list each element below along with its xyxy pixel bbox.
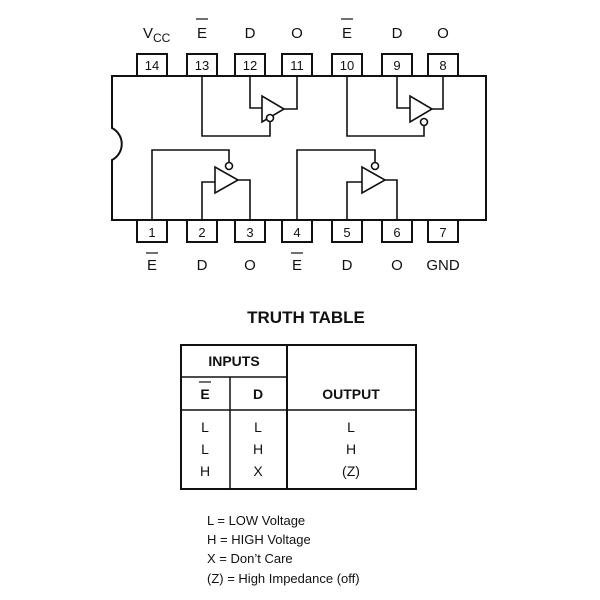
buffer-triangle: [361, 165, 387, 195]
legend-item: H = HIGH Voltage: [207, 532, 311, 547]
top-pin-11: 11 O: [281, 25, 313, 77]
top-pin-12: 12 D: [234, 25, 266, 77]
input-wire: [346, 181, 362, 220]
pin-number: 5: [343, 225, 350, 240]
pin-number: 6: [393, 225, 400, 240]
bottom-pin-6: 6 O: [381, 219, 413, 274]
buffer-triangle: [409, 94, 434, 124]
table-cell: X: [253, 463, 263, 479]
pin-number: 14: [145, 58, 159, 73]
pin-label-vcc: VCC: [143, 25, 171, 45]
buffer-triangle: [214, 165, 240, 195]
pin-number: 8: [439, 58, 446, 73]
truth-table-title: TRUTH TABLE: [247, 308, 365, 327]
chip-body: [111, 75, 487, 221]
legend-item: L = LOW Voltage: [207, 513, 305, 528]
column-header-e-bar: E: [200, 386, 209, 402]
pin-number: 11: [290, 58, 304, 73]
output-wire: [385, 179, 398, 220]
enable-wire: [346, 76, 425, 137]
input-wire: [201, 181, 215, 220]
buffer-gate-bottom-right: [296, 149, 398, 220]
buffer-gate-top-left: [201, 76, 298, 137]
legend-item: X = Don’t Care: [207, 551, 293, 566]
pin-label-d: D: [392, 25, 403, 42]
pin-number: 7: [439, 225, 446, 240]
table-cell: L: [347, 419, 355, 435]
pin-number: 3: [246, 225, 253, 240]
pin-label-d: D: [197, 257, 208, 274]
table-cell: H: [253, 441, 263, 457]
top-pin-9: 9 D: [381, 25, 413, 77]
enable-wire: [201, 76, 271, 137]
bottom-pin-3: 3 O: [234, 219, 266, 274]
enable-bubble: [265, 113, 275, 123]
output-wire: [284, 76, 298, 110]
column-header-d: D: [253, 386, 263, 402]
table-cell: H: [200, 463, 210, 479]
table-border: [180, 344, 417, 490]
legend-item: (Z) = High Impedance (off): [207, 571, 360, 586]
output-wire: [238, 179, 251, 220]
pin-label-e-bar: E: [342, 25, 352, 42]
pin-number: 1: [148, 225, 155, 240]
buffer-gate-bottom-left: [151, 149, 251, 220]
table-cell: L: [201, 441, 209, 457]
table-cell: (Z): [342, 463, 360, 479]
bottom-pin-7: 7 GND: [426, 219, 460, 274]
pin-label-d: D: [342, 257, 353, 274]
output-wire: [432, 76, 444, 110]
table-cell: L: [201, 419, 209, 435]
pin-number: 4: [293, 225, 300, 240]
pin-label-e-bar: E: [292, 257, 302, 274]
output-header: OUTPUT: [322, 386, 380, 402]
pin-label-e-bar: E: [197, 25, 207, 42]
top-pin-8: 8 O: [427, 25, 459, 77]
inputs-header: INPUTS: [208, 353, 259, 369]
enable-wire: [296, 149, 376, 220]
table-cell: H: [346, 441, 356, 457]
input-wire: [396, 76, 410, 109]
pin-label-e-bar: E: [147, 257, 157, 274]
pin-label-gnd: GND: [426, 257, 460, 274]
bottom-pin-1: 1 E: [136, 219, 168, 274]
pin-label-o: O: [291, 25, 303, 42]
top-pin-14: 14 VCC: [136, 25, 171, 77]
enable-wire: [151, 149, 230, 220]
pin-label-d: D: [245, 25, 256, 42]
bottom-pin-2: 2 D: [186, 219, 218, 274]
pin-number: 12: [243, 58, 257, 73]
bottom-pin-5: 5 D: [331, 219, 363, 274]
input-wire: [249, 76, 262, 109]
table-cell: L: [254, 419, 262, 435]
bottom-pin-4: 4 E: [281, 219, 313, 274]
enable-bubble: [419, 117, 429, 127]
pin-number: 13: [195, 58, 209, 73]
pin-label-o: O: [391, 257, 403, 274]
enable-bubble: [370, 161, 380, 171]
buffer-gate-top-right: [346, 76, 444, 137]
pin-number: 10: [340, 58, 354, 73]
legend: L = LOW Voltage H = HIGH Voltage X = Don…: [207, 513, 360, 586]
pin-label-o: O: [244, 257, 256, 274]
pin-number: 2: [198, 225, 205, 240]
top-pin-13: 13 E: [186, 18, 218, 77]
enable-bubble: [224, 161, 234, 171]
pin-number: 9: [393, 58, 400, 73]
pin-label-o: O: [437, 25, 449, 42]
truth-table: INPUTS E D OUTPUT L L L L H H H X (Z): [180, 344, 417, 490]
top-pin-10: 10 E: [331, 18, 363, 77]
